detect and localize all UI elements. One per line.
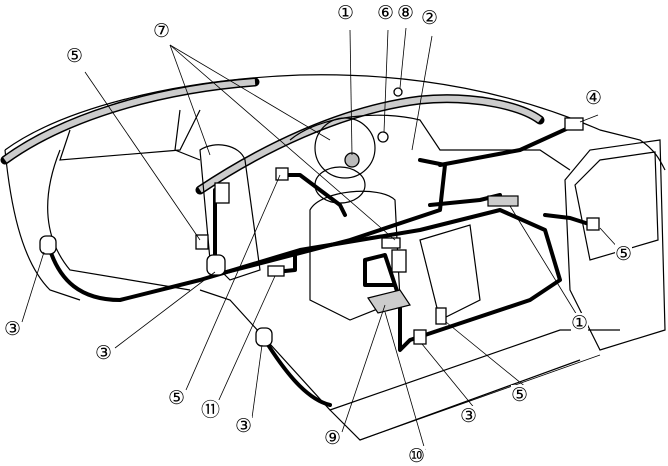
seat-belt-sensor	[435, 307, 447, 325]
curtain-airbag-left	[0, 77, 260, 165]
airbag-control-unit	[487, 195, 519, 207]
seat-sensor-low	[413, 329, 427, 345]
callout-1-top: ①	[337, 2, 355, 24]
callout-5-right: ⑤	[615, 243, 633, 265]
steering-wheel	[314, 117, 376, 179]
right-door	[564, 139, 666, 351]
callout-5-left: ⑤	[66, 45, 84, 67]
side-sensor-rear	[206, 254, 226, 276]
callout-3-mid: ③	[95, 342, 113, 364]
callout-3-bottom: ③	[235, 415, 253, 437]
side-airbag-module	[275, 167, 289, 181]
callout-1-right: ①	[571, 312, 589, 334]
door-sensor	[586, 217, 600, 231]
callout-6: ⑥	[377, 2, 395, 24]
leader-lines	[21, 27, 621, 451]
callout-5-seat: ⑤	[511, 384, 529, 406]
indicator-light	[393, 87, 403, 97]
buckle-sensor	[381, 237, 401, 249]
callout-9: ⑨	[324, 427, 342, 449]
callout-2: ②	[421, 7, 439, 29]
side-airbag-rear	[214, 182, 230, 204]
callout-5-bottom: ⑤	[168, 387, 186, 409]
callout-3-left: ③	[4, 318, 22, 340]
callout-8: ⑧	[397, 2, 415, 24]
occupant-sensor	[267, 265, 285, 277]
callout-3-seat: ③	[460, 405, 478, 427]
dashboard	[289, 114, 571, 171]
callout-11: ⑪	[201, 399, 221, 421]
callout-7: ⑦	[153, 20, 171, 42]
callout-4: ④	[585, 87, 603, 109]
side-sensor-left	[39, 235, 57, 255]
front-seat-right	[419, 224, 481, 321]
seat-weight-sensor	[367, 289, 411, 314]
seat-belt-pretensioner	[391, 249, 407, 273]
passenger-airbag	[377, 131, 389, 143]
front-sensor	[564, 117, 584, 131]
callout-10: ⑩	[408, 445, 426, 466]
driver-airbag	[344, 152, 360, 168]
rear-seat	[199, 144, 261, 281]
side-sensor-bottom	[255, 327, 273, 347]
